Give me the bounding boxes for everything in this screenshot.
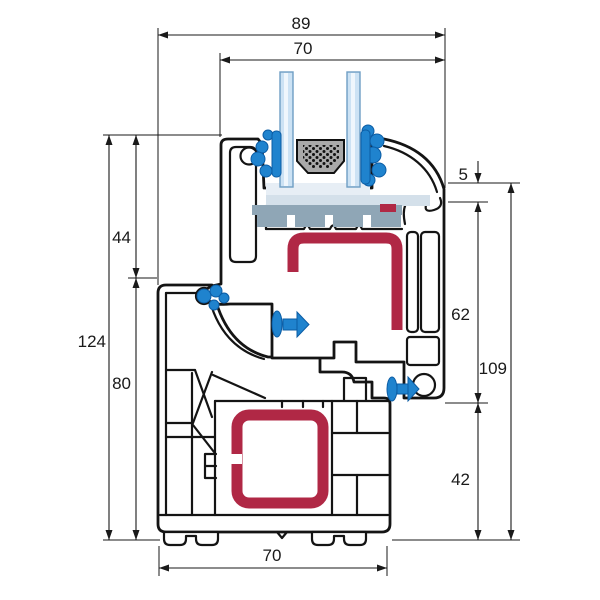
steel-c-profile (287, 232, 403, 330)
dim-label-42: 42 (451, 470, 470, 489)
dimension-lines (103, 28, 520, 576)
frame-foot-left (162, 530, 220, 547)
spacer-bar (296, 139, 345, 174)
dimension-89 (158, 31, 445, 39)
dim-label-44: 44 (112, 228, 131, 247)
gasket-outer-seal (386, 375, 420, 403)
glass-unit (279, 71, 361, 188)
dimension-70-bottom (159, 564, 387, 572)
dimension-42 (474, 403, 482, 540)
dim-label-89: 89 (292, 14, 311, 33)
dimension-labels: 89 70 44 124 80 5 62 109 42 70 (78, 14, 507, 565)
frame-foot-right (310, 530, 368, 547)
setting-block-mid (266, 195, 430, 206)
dimension-124 (105, 135, 113, 540)
glass-pane-left (279, 71, 294, 188)
dimension-80 (132, 278, 140, 540)
steel-gap (230, 454, 242, 464)
gasket-glass-right (360, 124, 387, 187)
gasket-frame-rebate (196, 284, 230, 311)
gasket-glass-left (250, 129, 282, 178)
dim-label-70-top: 70 (294, 39, 313, 58)
dim-label-109: 109 (479, 359, 507, 378)
dim-label-80: 80 (112, 374, 131, 393)
gasket-centre-seal (271, 310, 310, 339)
dim-label-70-bottom: 70 (263, 546, 282, 565)
glazing-bridge (252, 205, 402, 227)
dim-label-62: 62 (451, 305, 470, 324)
dim-label-5: 5 (459, 165, 468, 184)
dim-label-124: 124 (78, 332, 106, 351)
dimension-70-top (220, 56, 445, 64)
steel-reinforcements (230, 232, 403, 509)
bridge-end-block (380, 204, 396, 212)
dimension-44 (132, 135, 140, 278)
gaskets (196, 124, 420, 403)
glazing-blocks (252, 183, 430, 227)
glass-pane-right (346, 71, 361, 188)
dimension-62 (474, 202, 482, 403)
dimension-109 (507, 183, 515, 540)
